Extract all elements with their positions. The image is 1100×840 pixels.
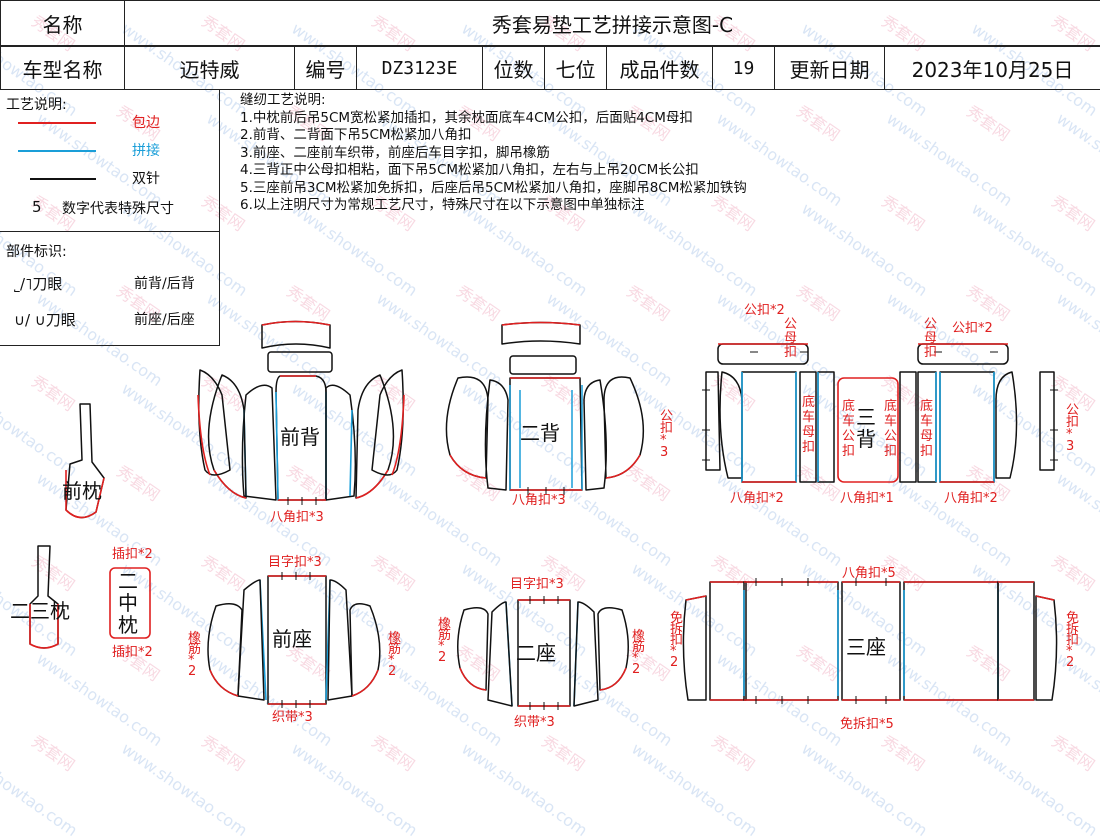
watermark-url: www.showtao.com xyxy=(628,739,761,840)
anno-tb-octagon-left: 八角扣*2 xyxy=(730,491,784,506)
label-third-back: 三背 xyxy=(856,405,876,451)
anno-fs-band: 织带*3 xyxy=(272,710,313,725)
anno-fs-eye: 目字扣*3 xyxy=(268,555,322,570)
anno-male-3-left: 公扣*3 xyxy=(660,409,673,460)
anno-fs-elastic-right: 橡筋*2 xyxy=(388,631,401,679)
anno-ss-elastic-right: 橡筋*2 xyxy=(632,629,645,677)
anno-bottom-female-right: 底车母扣 xyxy=(920,398,933,459)
anno-ts-release: 免拆扣*5 xyxy=(840,717,894,732)
anno-ss-band: 织带*3 xyxy=(514,715,555,730)
anno-tb-octagon-mid: 八角扣*1 xyxy=(840,491,894,506)
anno-male-3-right: 公扣*3 xyxy=(1066,403,1079,454)
anno-fb-octagon: 八角扣*3 xyxy=(270,510,324,525)
anno-ss-eye: 目字扣*3 xyxy=(510,577,564,592)
second-third-pillow-piece xyxy=(30,546,58,648)
second-back-pieces xyxy=(446,323,643,491)
anno-female-left: 公母扣 xyxy=(784,317,797,360)
anno-sb-octagon: 八角扣*3 xyxy=(512,493,566,508)
watermark-url: www.showtao.com xyxy=(0,739,81,840)
label-front-seat: 前座 xyxy=(272,627,312,651)
anno-ts-release-left: 免拆扣*2 xyxy=(670,611,683,670)
anno-insert-bottom: 插扣*2 xyxy=(112,645,153,660)
watermark-url: www.showtao.com xyxy=(968,739,1100,840)
label-front-pillow: 前枕 xyxy=(62,479,102,503)
label-third-seat: 三座 xyxy=(846,635,886,659)
anno-fs-elastic-left: 橡筋*2 xyxy=(188,631,201,679)
watermark-url: www.showtao.com xyxy=(798,739,931,840)
label-front-back: 前背 xyxy=(280,425,320,449)
anno-tb-octagon-right: 八角扣*2 xyxy=(944,491,998,506)
watermark-brand: 秀套网 xyxy=(877,728,930,775)
watermark-brand: 秀套网 xyxy=(537,728,590,775)
anno-bottom-female-left: 底车母扣 xyxy=(802,394,815,455)
anno-bottom-male-left: 底车公扣 xyxy=(842,398,855,459)
pattern-diagram: 前背 二背 前枕 二三枕 前座 二座 三座 三背 二中枕 八角扣*3 八角扣*3… xyxy=(0,0,1100,734)
watermark-url: www.showtao.com xyxy=(288,739,421,840)
anno-ts-octagon: 八角扣*5 xyxy=(842,566,896,581)
label-middle-pillow: 二中枕 xyxy=(118,569,138,637)
label-second-third-pillow: 二三枕 xyxy=(10,599,70,623)
watermark-brand: 秀套网 xyxy=(27,728,80,775)
watermark-url: www.showtao.com xyxy=(458,739,591,840)
watermark-brand: 秀套网 xyxy=(197,728,250,775)
label-second-seat: 二座 xyxy=(516,641,556,665)
watermark-brand: 秀套网 xyxy=(707,728,760,775)
label-second-back: 二背 xyxy=(520,421,560,445)
anno-ts-release-right: 免拆扣*2 xyxy=(1066,611,1079,670)
anno-insert-top: 插扣*2 xyxy=(112,547,153,562)
watermark-brand: 秀套网 xyxy=(367,728,420,775)
front-back-pieces xyxy=(198,322,404,501)
anno-female-right: 公母扣 xyxy=(924,317,937,360)
anno-ss-elastic-left: 橡筋*2 xyxy=(438,617,451,665)
anno-male-2-left: 公扣*2 xyxy=(744,303,785,318)
watermark-brand: 秀套网 xyxy=(1047,728,1100,775)
watermark-url: www.showtao.com xyxy=(118,739,251,840)
anno-male-2-right: 公扣*2 xyxy=(952,321,993,336)
anno-bottom-male-right: 底车公扣 xyxy=(884,398,897,459)
third-back-pieces xyxy=(706,344,1054,482)
